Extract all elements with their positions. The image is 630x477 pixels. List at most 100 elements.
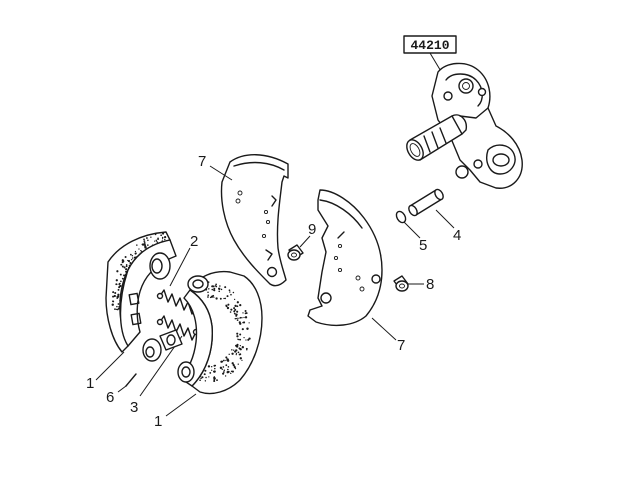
lining-speck [228,289,231,292]
lining-speck [161,232,165,235]
lining-speck [233,312,236,315]
lining-speck [140,249,142,252]
lining-speck [216,297,218,299]
lining-speck [224,286,227,289]
lining-speck [112,295,115,298]
plug-center [287,244,304,261]
lining-speck [226,295,229,298]
lining-speck [119,294,122,297]
lining-speck [225,359,227,362]
lining-speck [118,282,121,285]
lining-speck [138,248,140,250]
lining-speck [147,244,149,246]
lining-speck [244,309,247,313]
lining-speck [116,308,119,311]
lining-speck [125,264,128,266]
lining-speck [243,336,245,339]
lining-speck [117,293,120,296]
lining-speck [207,291,209,294]
label-cotter: 6 [106,389,114,406]
lining-speck [143,240,146,243]
lining-speck [236,310,239,313]
cotter-pin [125,373,137,387]
lining-speck [216,379,218,381]
lining-texture-right [199,281,251,383]
lining-speck [238,321,241,324]
lining-speck [225,356,228,359]
lining-speck [225,364,228,367]
lining-speck [204,380,207,382]
lining-speck [113,294,116,298]
lining-speck [235,345,239,348]
lining-speck [205,376,207,379]
lining-speck [121,277,124,280]
label-seal-ring: 5 [419,237,427,254]
lining-speck [233,307,236,310]
lining-speck [219,366,223,369]
brake-shoe-left [105,231,177,362]
lining-speck [239,353,242,356]
lining-speck [232,364,235,367]
lining-speck [230,370,233,372]
lining-speck [239,304,242,307]
label-pin: 4 [453,227,461,244]
lining-speck [238,338,240,341]
lining-speck [235,352,238,355]
lining-speck [237,351,240,354]
lining-speck [235,314,238,317]
lining-speck [207,365,211,368]
lining-speck [211,285,214,288]
lining-speck [239,316,242,319]
reference-box: 44210 [403,35,457,74]
lining-speck [223,369,226,372]
lining-speck [225,305,228,308]
lining-speck [208,376,210,378]
lining-speck [131,259,133,261]
lining-speck [200,377,202,380]
lining-speck [213,377,216,380]
lining-speck [136,244,138,246]
lining-speck [125,268,128,271]
lining-speck [221,368,223,370]
lining-speck [201,376,204,379]
lining-speck [222,371,225,373]
lining-speck [231,352,234,355]
brake-shoe-right [159,270,263,395]
label-plug-center: 9 [308,221,316,238]
lining-speck [233,349,235,351]
lining-speck [237,338,239,340]
lining-speck [230,308,233,311]
label-shoe-right: 1 [154,413,162,430]
lining-speck [145,237,148,239]
lining-speck [207,296,209,298]
lining-speck [115,279,118,282]
lining-speck [233,310,236,313]
lining-speck [239,348,242,351]
lining-speck [242,312,244,314]
lining-speck [213,380,216,383]
plug-right [393,275,409,292]
lining-speck [218,287,220,289]
lining-speck [118,305,120,308]
lining-speck [214,285,217,287]
backing-plate-left [220,154,289,287]
lining-speck [245,339,247,341]
lining-speck [228,353,230,356]
lining-speck [112,300,114,303]
lining-speck [135,252,137,254]
lining-speck [227,368,229,371]
lining-speck [233,298,236,300]
lining-speck [211,369,213,371]
lining-speck [116,305,118,308]
lining-speck [231,370,234,373]
lining-speck [154,240,156,242]
lining-speck [164,236,166,238]
lining-speck [143,238,145,241]
lining-speck [207,294,210,297]
lining-speck [224,297,227,300]
lining-speck [116,297,119,299]
lining-speck [213,289,216,292]
lining-speck [246,327,249,330]
lining-speck [213,296,215,298]
lining-speck [123,274,126,277]
